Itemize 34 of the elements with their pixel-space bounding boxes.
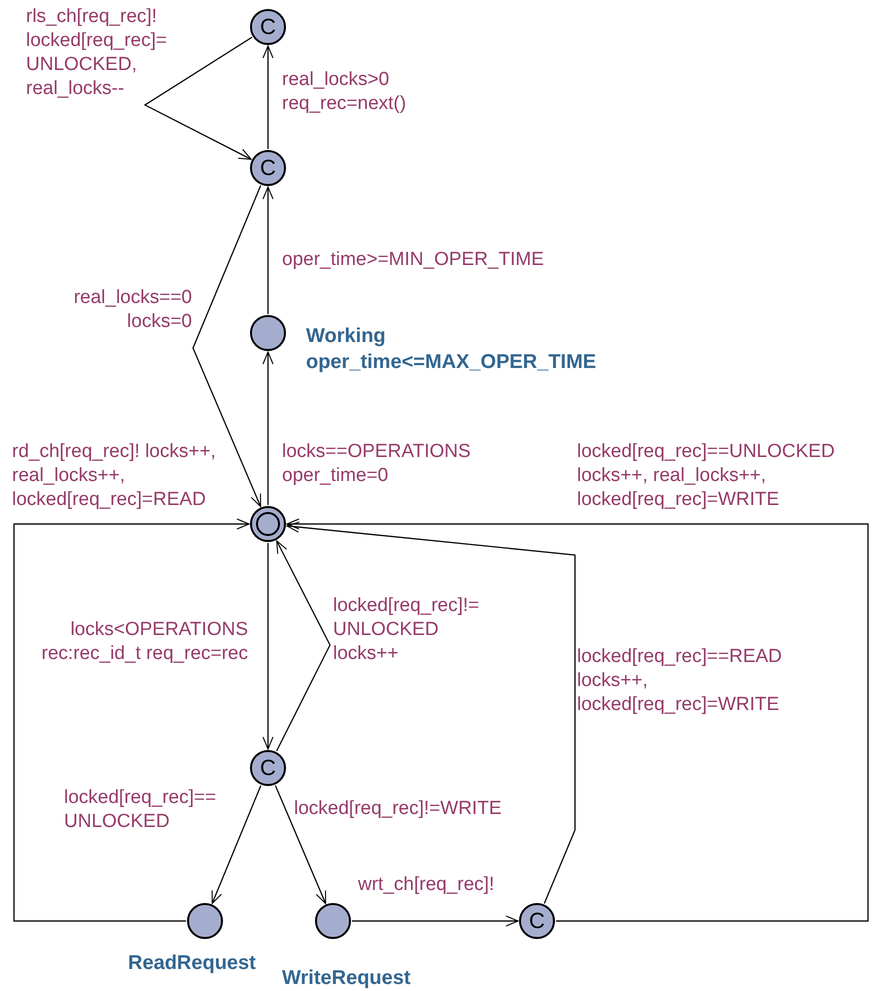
edge-label: locks<OPERATIONS rec:rec_id_t req_rec=rec: [40, 618, 248, 666]
transition-arrow: [276, 540, 331, 752]
transition-arrow: [13, 518, 250, 922]
edge-label: rd_ch[req_rec]! locks++, real_locks++, locked[req_rec]=READ: [12, 440, 217, 512]
transition-arrow: [352, 916, 518, 926]
edge-label: locked[req_rec]== UNLOCKED: [64, 786, 218, 834]
location-name: WriteRequest: [282, 966, 411, 991]
edge-label: locked[req_rec]==READ locks++, locked[req_rec]=WRITE: [577, 645, 783, 717]
location-invariant: oper_time<=MAX_OPER_TIME: [306, 350, 596, 375]
location-name: Working: [306, 324, 387, 349]
committed-mark: C: [529, 910, 545, 932]
transition-arrow: [262, 186, 274, 314]
edge-label: locks==OPERATIONS oper_time=0: [282, 440, 472, 488]
edge-label: oper_time>=MIN_OPER_TIME: [282, 248, 544, 272]
location-name: ReadRequest: [128, 951, 256, 976]
edge-label: wrt_ch[req_rec]!: [358, 873, 494, 897]
edge-label: locked[req_rec]!=WRITE: [294, 797, 502, 821]
transition-arrow: [274, 785, 326, 904]
committed-mark: C: [260, 16, 276, 38]
transition-arrow: [286, 518, 869, 922]
transition-arrow: [144, 36, 252, 160]
transition-arrow: [212, 785, 262, 904]
transition-arrow: [262, 352, 274, 505]
transition-arrow: [262, 46, 274, 149]
transition-arrow: [286, 522, 576, 904]
committed-mark: C: [260, 757, 276, 779]
committed-mark: C: [260, 157, 276, 179]
edge-label: real_locks==0 locks=0: [72, 286, 192, 334]
edge-label: rls_ch[req_rec]! locked[req_rec]= UNLOCKED, real_locks--: [26, 5, 168, 101]
edge-label: locked[req_rec]!= UNLOCKED locks++: [333, 594, 480, 666]
transition-arrow: [192, 185, 262, 507]
edge-label: real_locks>0 req_rec=next(): [282, 68, 408, 116]
edge-label: locked[req_rec]==UNLOCKED locks++, real_locks++, locked[req_rec]=WRITE: [577, 440, 836, 512]
transition-arrow: [262, 543, 274, 750]
